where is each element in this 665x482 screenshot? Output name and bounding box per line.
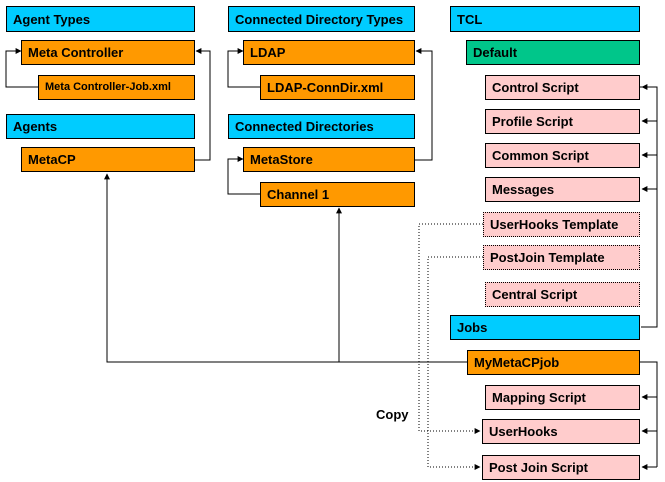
metacp-type-link	[195, 48, 211, 161]
ldap-box[interactable]: LDAP	[243, 40, 415, 65]
tcl-box[interactable]: TCL	[450, 6, 640, 32]
connected-directories-box[interactable]: Connected Directories	[228, 114, 415, 139]
profile-script-box[interactable]: Profile Script	[485, 109, 640, 134]
control-script-box[interactable]: Control Script	[485, 75, 640, 100]
meta-controller-job-box[interactable]: Meta Controller-Job.xml	[38, 75, 195, 100]
postjoin-template-box[interactable]: PostJoin Template	[483, 245, 640, 270]
connected-directory-types-box[interactable]: Connected Directory Types	[228, 6, 415, 32]
meta-controller-box[interactable]: Meta Controller	[21, 40, 195, 65]
mymetacpjob-box[interactable]: MyMetaCPjob	[467, 350, 640, 375]
agent-types-box[interactable]: Agent Types	[6, 6, 195, 32]
job-scripts-link	[640, 361, 658, 467]
metastore-type-link	[415, 48, 433, 161]
tcl-default-scripts-link	[640, 86, 658, 328]
common-script-box[interactable]: Common Script	[485, 143, 640, 168]
userhooks-box[interactable]: UserHooks	[482, 419, 640, 444]
default-box[interactable]: Default	[466, 40, 640, 65]
ldap-conndir-box[interactable]: LDAP-ConnDir.xml	[260, 75, 415, 100]
copy-label: Copy	[376, 407, 409, 422]
agents-box[interactable]: Agents	[6, 114, 195, 139]
metastore-box[interactable]: MetaStore	[243, 147, 415, 172]
messages-box[interactable]: Messages	[485, 177, 640, 202]
jobs-box[interactable]: Jobs	[450, 315, 640, 340]
channel-1-box[interactable]: Channel 1	[260, 182, 415, 207]
userhooks-template-box[interactable]: UserHooks Template	[483, 212, 640, 237]
post-join-script-box[interactable]: Post Join Script	[482, 455, 640, 480]
metacp-box[interactable]: MetaCP	[21, 147, 195, 172]
mapping-script-box[interactable]: Mapping Script	[485, 385, 640, 410]
central-script-box[interactable]: Central Script	[485, 282, 640, 307]
